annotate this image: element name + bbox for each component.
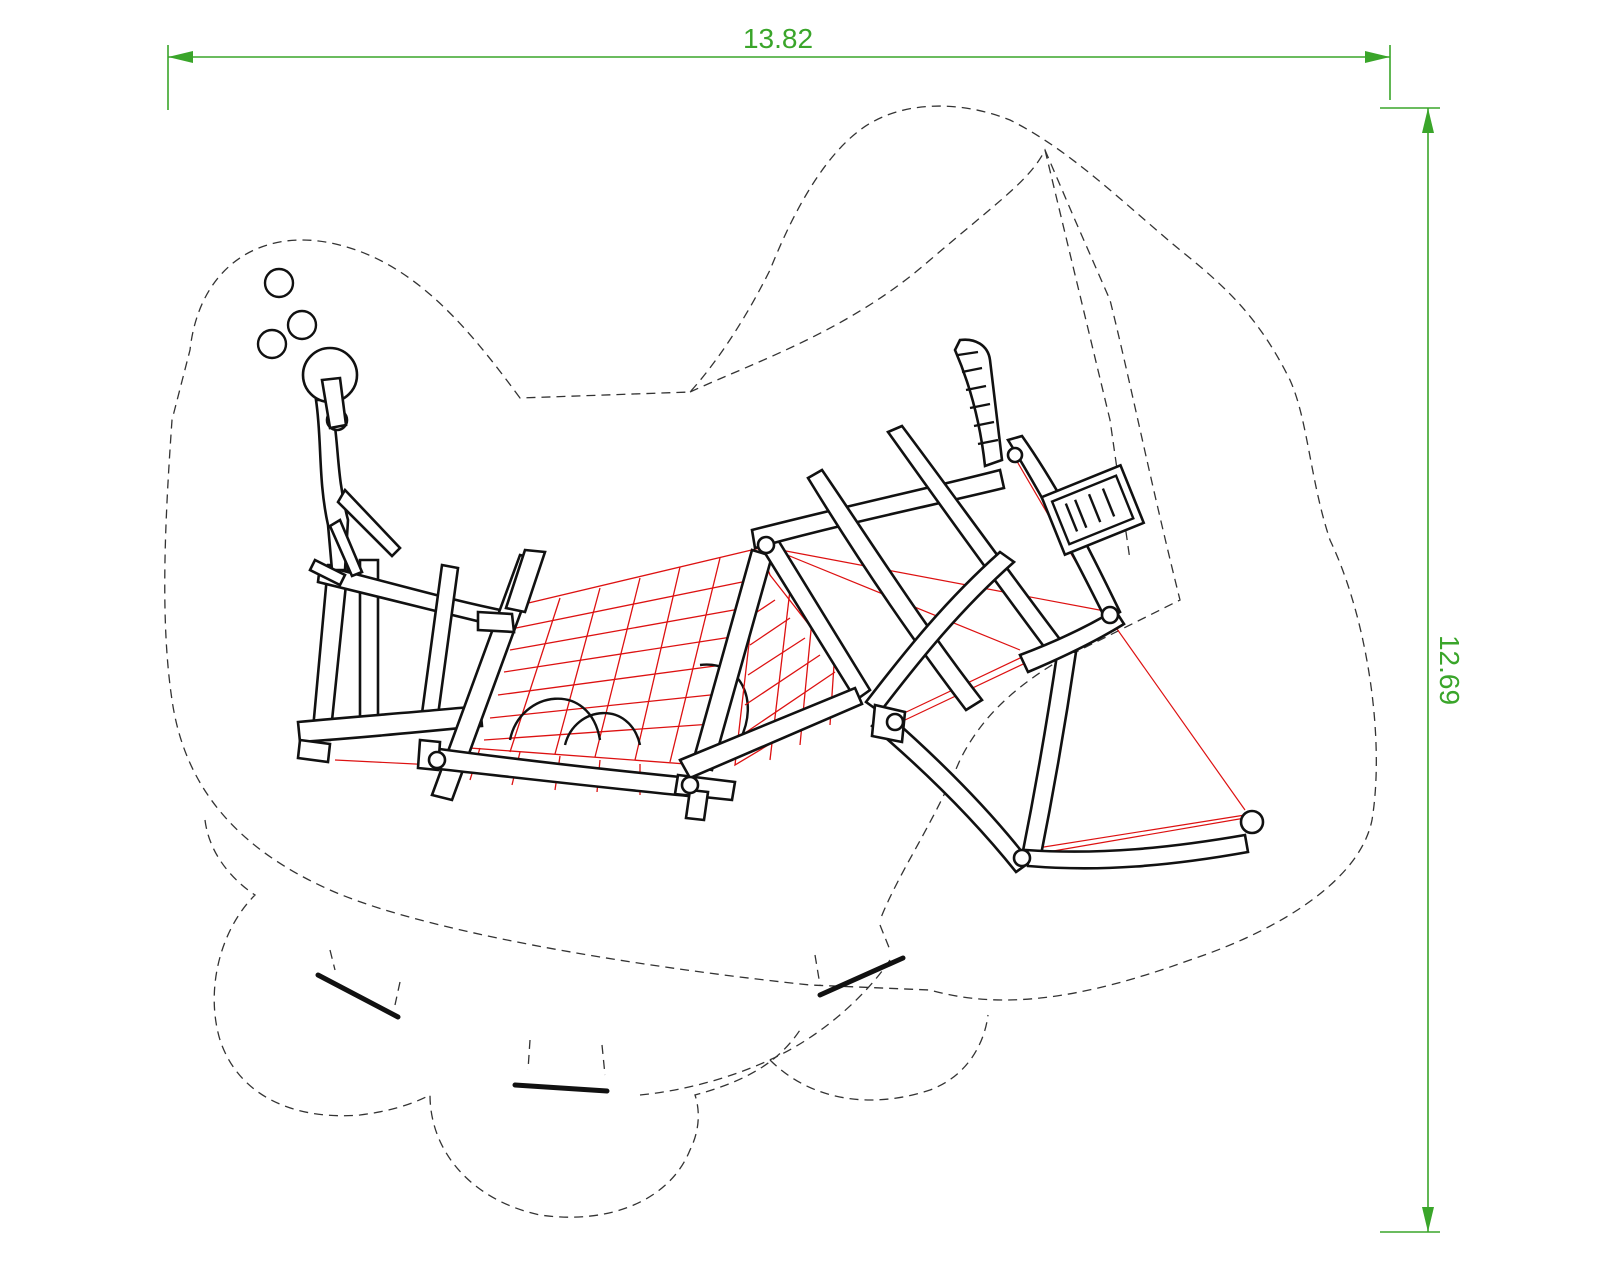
log-diagonal-1 (806, 468, 984, 712)
log-left-brace-2 (328, 518, 364, 578)
safety-zone-tick-4 (601, 1044, 606, 1076)
log-curved-post (953, 338, 1004, 468)
dim-height-arrow-top (1422, 108, 1434, 133)
log-right-bottom-beam (1024, 833, 1250, 870)
log-side-frame-bottom (678, 686, 864, 780)
log-ladder-rung (418, 563, 460, 732)
stepping-stone-2 (286, 309, 318, 341)
dim-width-label: 13.82 (743, 23, 813, 54)
joints (427, 446, 1120, 868)
dimension-height: 12.69 (1380, 107, 1465, 1233)
dim-height-arrow-bottom (1422, 1207, 1434, 1232)
dim-width-arrow-left (168, 51, 193, 63)
log-net-frame-left-2 (504, 548, 547, 614)
joint (1006, 446, 1024, 464)
joint (1012, 848, 1032, 868)
timber-structure (296, 338, 1250, 874)
log-right-top-beam (1018, 608, 1126, 674)
safety-zone-lobe-arc (639, 959, 891, 1096)
dim-width-arrow-right (1365, 51, 1390, 63)
joint (680, 775, 700, 795)
log-base-foot-left (296, 738, 332, 764)
pole-top (301, 346, 359, 432)
stepping-stone-3 (256, 328, 288, 360)
anchor-ring (1239, 809, 1265, 835)
safety-zone-tick-3 (527, 1039, 531, 1071)
safety-zone-lobe-left (204, 819, 801, 1218)
climbing-net-main (469, 547, 761, 766)
log-left-post (310, 563, 350, 742)
joint (427, 750, 447, 770)
log-right-lower-beam (870, 710, 1032, 874)
log-crossbar-left (476, 610, 516, 634)
step-bar-left (315, 972, 401, 1020)
safety-zone-main-outline (164, 105, 1377, 1001)
safety-zone-tick-2 (394, 981, 401, 1006)
stepping-stone-1 (263, 267, 295, 299)
safety-zone-inner-line (689, 148, 1181, 921)
safety-zone-tick-1 (329, 949, 336, 971)
safety-zone-tick-6 (879, 924, 891, 951)
log-base-foot-mid-2 (684, 788, 710, 822)
joint (756, 535, 776, 555)
joint (885, 712, 905, 732)
anchor-ring-circle (1239, 809, 1265, 835)
dim-height-label: 12.69 (1434, 635, 1465, 705)
step-bars (315, 955, 906, 1094)
log-small-cross (308, 558, 347, 587)
dimension-width: 13.82 (167, 23, 1391, 110)
safety-zone-wedge-line (1044, 149, 1131, 561)
joint (1100, 605, 1120, 625)
stepping-stones (256, 267, 318, 360)
safety-zone-lobe-right (769, 1014, 989, 1101)
log-ladder-bottom (296, 704, 484, 744)
log-left-brace (336, 487, 402, 558)
safety-zone-tick-5 (814, 954, 821, 986)
curved-post-rungs (957, 350, 999, 446)
safety-zone (164, 105, 1377, 1218)
step-bar-middle (512, 1082, 610, 1094)
pole-stem (320, 376, 348, 430)
step-bar-right (817, 955, 906, 998)
log-right-post (1020, 646, 1078, 862)
sign-board (1039, 463, 1146, 557)
sign-board-frame (1039, 463, 1146, 557)
